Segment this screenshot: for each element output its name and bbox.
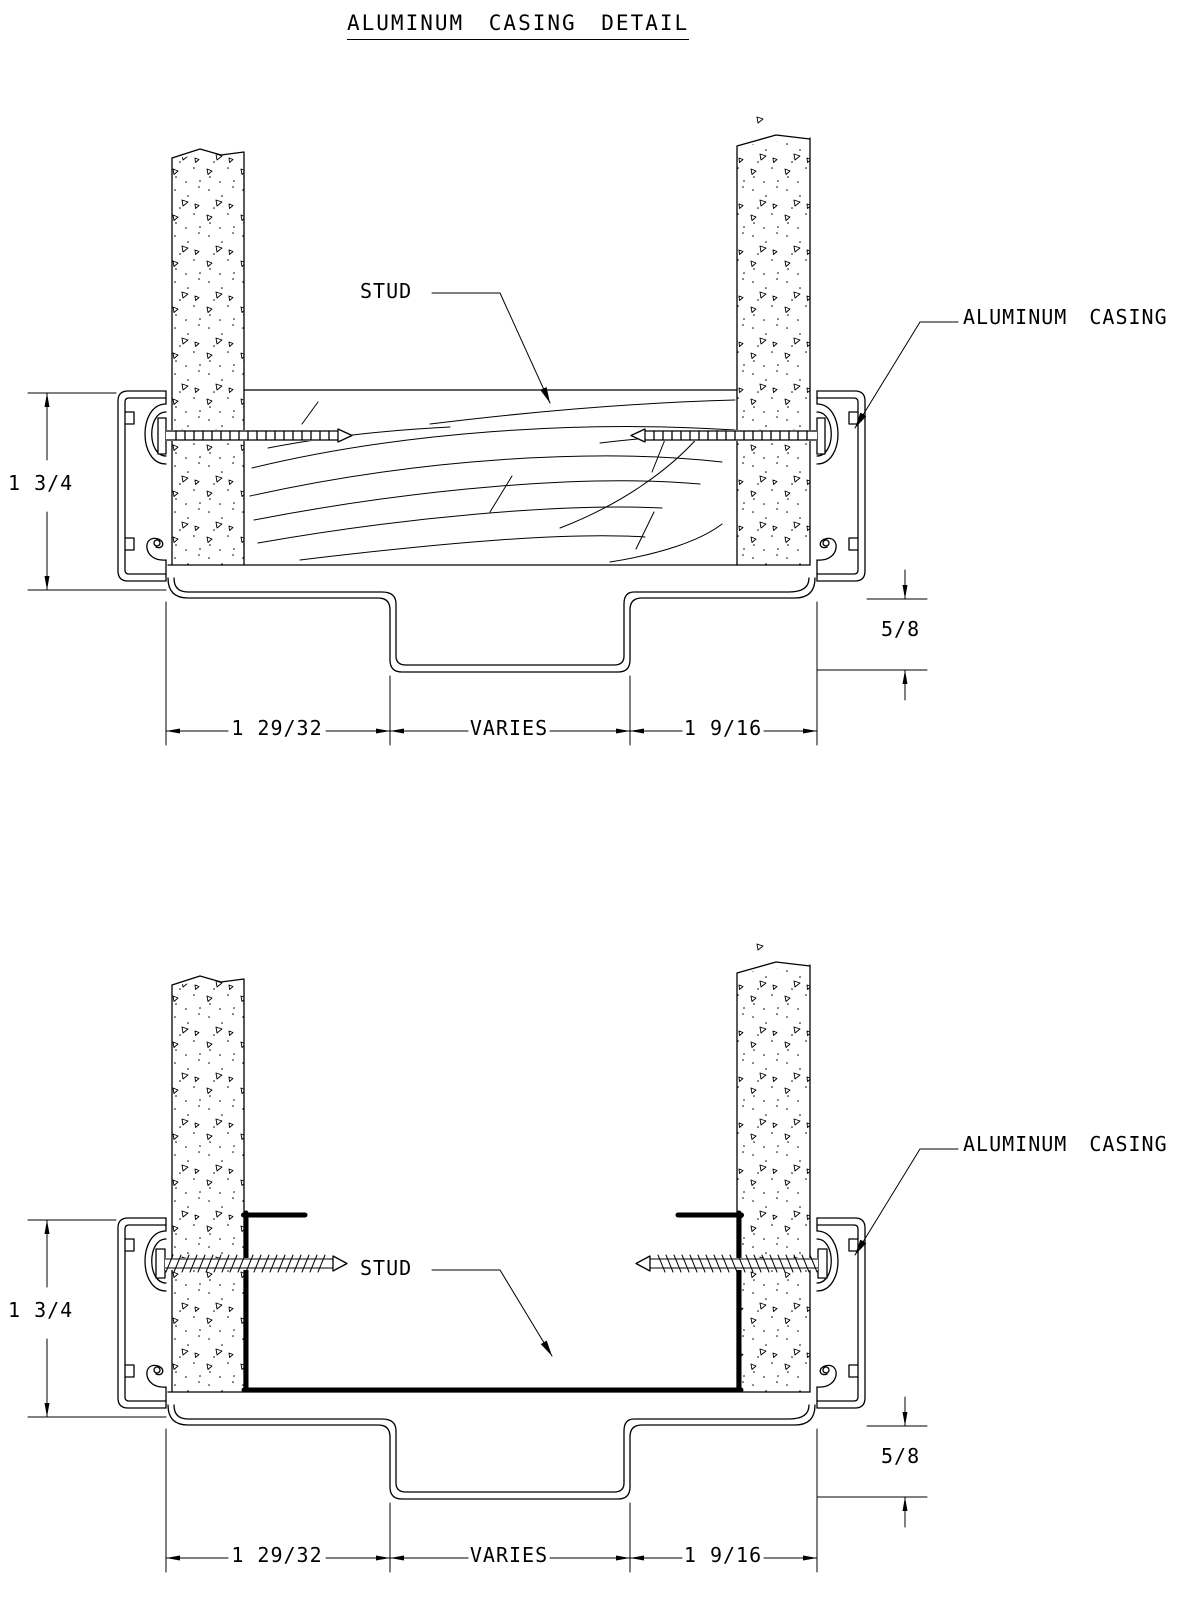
top-dim-right: 1 9/16 [683, 716, 763, 740]
wood-blocking-grain [243, 389, 738, 563]
bottom-dim-left: 1 29/32 [231, 1543, 323, 1567]
top-dim-height: 1 3/4 [8, 471, 74, 495]
top-stud-label: STUD [360, 279, 413, 303]
bottom-dim-center: VARIES [469, 1543, 549, 1567]
drawing-title: ALUMINUM CASING DETAIL [347, 11, 690, 41]
top-detail-shell [118, 117, 865, 672]
top-stud-leader-line [431, 292, 551, 404]
bottom-detail-dimensions [28, 1149, 958, 1572]
top-detail-nails [157, 417, 826, 455]
metal-stud [241, 1210, 744, 1393]
top-dim-center: VARIES [469, 716, 549, 740]
top-detail-dimensions [28, 322, 958, 745]
bottom-aluminum-casing-label: ALUMINUM CASING [963, 1132, 1168, 1156]
bottom-detail-shell [118, 944, 865, 1499]
bottom-detail-linework [28, 944, 958, 1572]
top-dim-reveal: 5/8 [881, 617, 921, 641]
top-dim-left: 1 29/32 [231, 716, 323, 740]
bottom-detail-screws [155, 1248, 828, 1279]
bottom-dim-right: 1 9/16 [683, 1543, 763, 1567]
top-detail-linework [28, 117, 958, 745]
bottom-stud-label: STUD [360, 1256, 413, 1280]
top-aluminum-casing-label: ALUMINUM CASING [963, 305, 1168, 329]
bottom-dim-reveal: 5/8 [881, 1444, 921, 1468]
bottom-dim-height: 1 3/4 [8, 1298, 74, 1322]
bottom-stud-leader-line [431, 1269, 553, 1357]
